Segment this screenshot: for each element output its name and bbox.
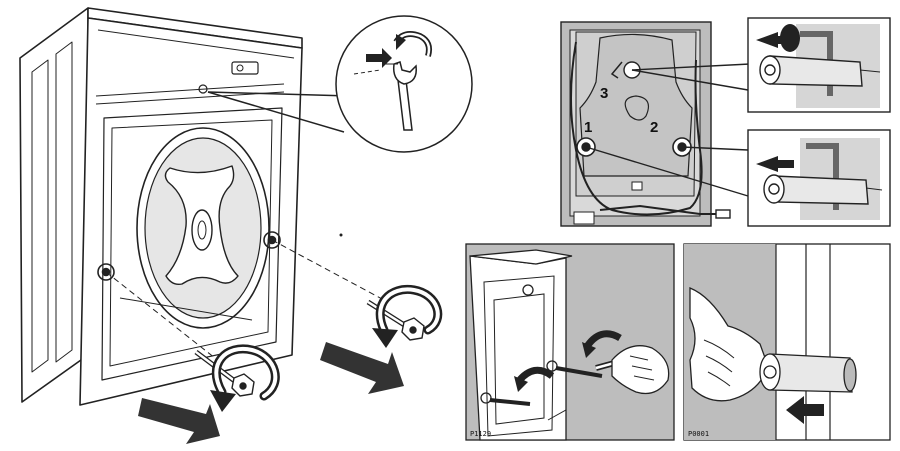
figure-code-right: P0001: [688, 430, 709, 438]
magnified-top-bolt-callout: [207, 15, 473, 153]
pull-out-arrow-right: [320, 342, 404, 394]
figure-code-left: P1129: [470, 430, 491, 438]
spacer-removal-detail-top: [747, 17, 891, 113]
bolt-unscrewing-panel: [465, 243, 675, 441]
transport-bolt-right: [366, 299, 425, 341]
pull-out-arrow-lower: [138, 398, 220, 444]
callout-number-2: 2: [650, 119, 658, 136]
rotate-arrowhead-right: [372, 328, 398, 348]
spacer-pull-panel: [683, 243, 891, 441]
rear-panel-detail: [560, 21, 751, 227]
callout-number-3: 3: [600, 85, 608, 102]
callout-number-1: 1: [584, 119, 592, 136]
rotate-arrowhead-lower: [210, 390, 236, 412]
washing-machine-rear-view: [19, 7, 303, 406]
spacer-removal-detail-bottom: [747, 129, 891, 227]
bolt-guide-lines: [105, 239, 385, 363]
